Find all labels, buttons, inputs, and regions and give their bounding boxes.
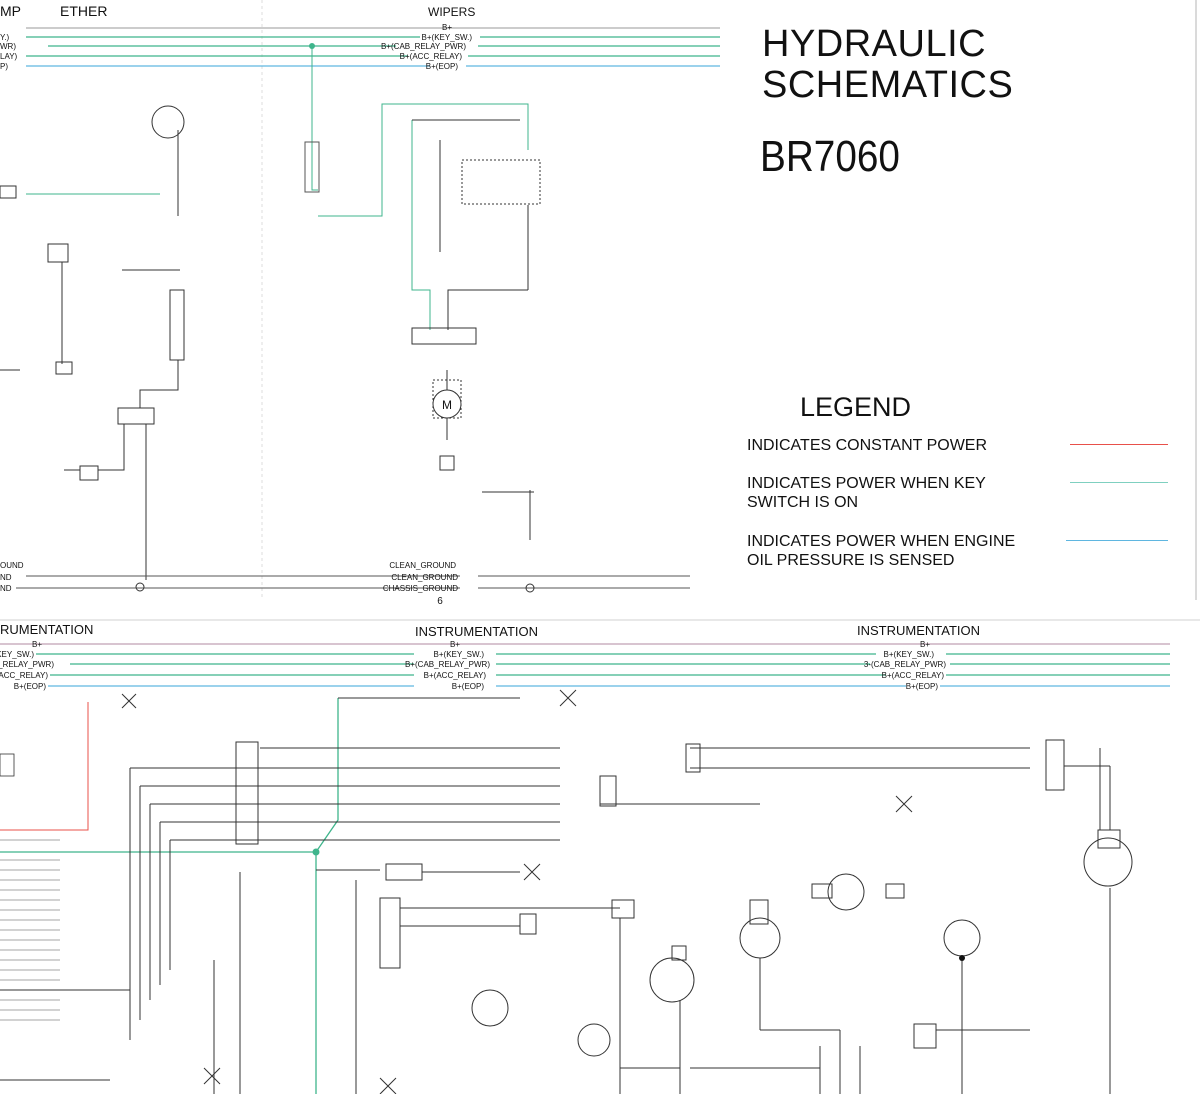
- legend-item-oil-pressure: INDICATES POWER WHEN ENGINE OIL PRESSURE…: [747, 532, 1015, 570]
- ground-label-3: CHASSIS_GROUND: [383, 584, 458, 593]
- bus-mid-key-sw: B+(KEY_SW.): [434, 650, 485, 659]
- left-connector-block: [0, 753, 60, 1021]
- legend-item-3-line1: INDICATES POWER WHEN ENGINE: [747, 533, 1016, 550]
- ground-label-2: CLEAN_GROUND: [391, 573, 458, 582]
- section-label-wipers: WIPERS: [428, 5, 475, 19]
- bottom-bus: [0, 643, 1170, 687]
- bus-right-key-sw: B+(KEY_SW.): [884, 650, 935, 659]
- ether-circuit: [0, 105, 185, 580]
- bottom-bus-labels: B+ B+(KEY_SW.) CAB_RELAY_PWR) (ACC_RELAY…: [0, 640, 946, 691]
- bus-label-cut-4: P): [0, 62, 8, 71]
- legend-item-key-switch: INDICATES POWER WHEN KEY SWITCH IS ON: [747, 474, 986, 512]
- bus-label-b-plus: B+: [442, 23, 452, 32]
- section-label-left-cut: MP: [0, 3, 21, 19]
- bus-left-key-sw: B+(KEY_SW.): [0, 650, 34, 659]
- page-number: 6: [437, 596, 443, 607]
- bus-mid-eop: B+(EOP): [452, 682, 485, 691]
- legend-title: LEGEND: [800, 392, 912, 422]
- instrumentation-title-mid: INSTRUMENTATION: [415, 624, 538, 639]
- wiper-circuit: M: [304, 46, 541, 540]
- instrumentation-title-right: INSTRUMENTATION: [857, 623, 980, 638]
- ground-label-1: CLEAN_GROUND: [389, 561, 456, 570]
- legend-item-1-text: INDICATES CONSTANT POWER: [747, 437, 988, 454]
- top-bus: [26, 27, 720, 67]
- top-bus-labels: B+ B+(KEY_SW.) B+(CAB_RELAY_PWR) B+(ACC_…: [0, 23, 472, 71]
- bus-left-b-plus: B+: [32, 640, 42, 649]
- legend-swatch-constant-power: [1070, 444, 1168, 445]
- bus-mid-acc-relay: B+(ACC_RELAY): [424, 671, 487, 680]
- bus-mid-b-plus: B+: [450, 640, 460, 649]
- ground-label-cut-1: OUND: [0, 561, 24, 570]
- legend-swatch-key-switch: [1070, 482, 1168, 483]
- bus-label-cut-3: LAY): [0, 52, 18, 61]
- bus-left-cab-relay: CAB_RELAY_PWR): [0, 660, 54, 669]
- top-ground-labels: CLEAN_GROUND CLEAN_GROUND CHASSIS_GROUND…: [0, 561, 458, 607]
- bottom-titles: RUMENTATION INSTRUMENTATION INSTRUMENTAT…: [0, 622, 980, 639]
- bus-right-acc-relay: B+(ACC_RELAY): [882, 671, 945, 680]
- bus-label-cut-1: Y.): [0, 33, 10, 42]
- legend-item-3-line2: OIL PRESSURE IS SENSED: [747, 552, 955, 569]
- legend-item-2-line1: INDICATES POWER WHEN KEY: [747, 475, 986, 492]
- title-line-2: SCHEMATICS: [762, 64, 1014, 106]
- page-title: HYDRAULIC SCHEMATICS: [762, 24, 1013, 106]
- wiper-motor-letter: M: [442, 398, 452, 412]
- model-number: BR7060: [760, 132, 900, 181]
- title-line-1: HYDRAULIC: [762, 23, 987, 65]
- ground-label-cut-3: ND: [0, 584, 12, 593]
- sheet-frame: [0, 0, 1200, 621]
- bus-mid-cab-relay: B+(CAB_RELAY_PWR): [405, 660, 490, 669]
- instrumentation-wiring: [0, 689, 1133, 1094]
- legend-swatch-oil-pressure: [1066, 540, 1168, 541]
- top-section-labels: MP ETHER WIPERS: [0, 3, 475, 19]
- bus-right-b-plus: B+: [920, 640, 930, 649]
- bus-label-key-sw: B+(KEY_SW.): [422, 33, 473, 42]
- bus-label-eop: B+(EOP): [426, 62, 459, 71]
- legend-item-constant-power: INDICATES CONSTANT POWER: [747, 436, 987, 455]
- bus-right-cab-relay: 3-(CAB_RELAY_PWR): [864, 660, 946, 669]
- legend-item-2-line2: SWITCH IS ON: [747, 494, 859, 511]
- bus-left-acc-relay: (ACC_RELAY): [0, 671, 48, 680]
- bus-label-cut-2: WR): [0, 42, 16, 51]
- top-ground: [16, 575, 690, 593]
- ground-label-cut-2: ND: [0, 573, 12, 582]
- bus-label-cab-relay: B+(CAB_RELAY_PWR): [381, 42, 466, 51]
- bus-left-eop: B+(EOP): [14, 682, 47, 691]
- bus-label-acc-relay: B+(ACC_RELAY): [400, 52, 463, 61]
- instrumentation-title-left: RUMENTATION: [0, 622, 93, 637]
- bus-right-eop: B+(EOP): [906, 682, 939, 691]
- section-label-ether: ETHER: [60, 3, 107, 19]
